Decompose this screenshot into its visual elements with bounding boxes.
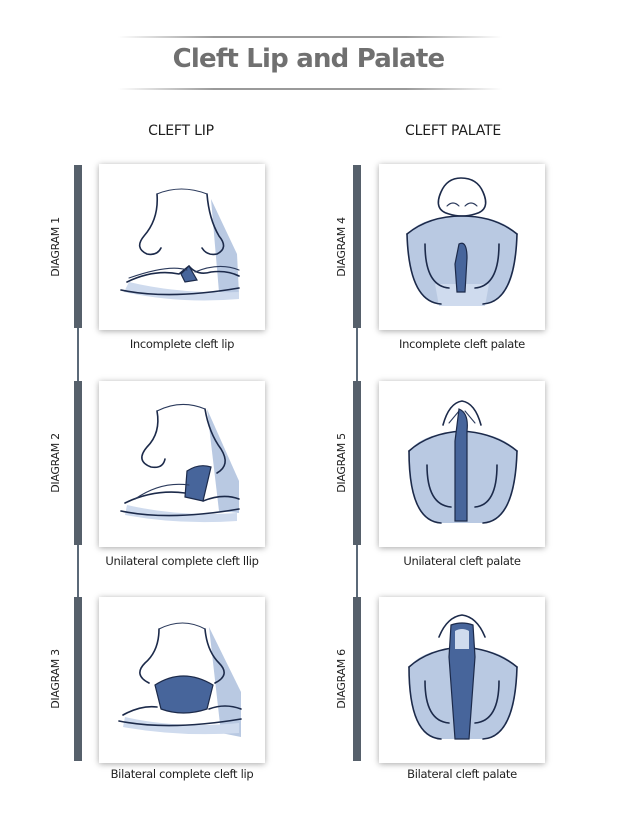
incomplete-cleft-palate-caption: Incomplete cleft palate bbox=[399, 337, 525, 351]
unilateral-complete-cleft-lip-illustration bbox=[99, 381, 265, 547]
incomplete-cleft-lip-illustration bbox=[99, 164, 265, 330]
diagram-4-label: DIAGRAM 4 bbox=[335, 217, 348, 277]
title-rule-bottom bbox=[118, 88, 502, 90]
title-rule-top bbox=[118, 36, 502, 38]
unilateral-cleft-palate-caption: Unilateral cleft palate bbox=[403, 554, 521, 568]
page-title: Cleft Lip and Palate bbox=[172, 44, 446, 74]
diagram-5-label: DIAGRAM 5 bbox=[335, 433, 348, 493]
cleft-lip-heading: CLEFT LIP bbox=[148, 123, 214, 139]
right-bar-5 bbox=[353, 381, 361, 545]
right-bar-4 bbox=[353, 165, 361, 328]
bilateral-cleft-palate-illustration bbox=[379, 597, 545, 763]
right-bar-6 bbox=[353, 597, 361, 761]
diagram-2-label: DIAGRAM 2 bbox=[49, 433, 62, 493]
diagram-3-label: DIAGRAM 3 bbox=[49, 649, 62, 709]
cleft-palate-heading: CLEFT PALATE bbox=[405, 123, 501, 139]
unilateral-cleft-palate-illustration bbox=[379, 381, 545, 547]
incomplete-cleft-lip-caption: Incomplete cleft lip bbox=[129, 337, 235, 351]
left-bar-2 bbox=[74, 381, 82, 545]
bilateral-complete-cleft-lip-caption: Bilateral complete cleft lip bbox=[110, 767, 254, 781]
unilateral-complete-cleft-lip-caption: Unilateral complete cleft llip bbox=[105, 554, 259, 568]
bilateral-complete-cleft-lip-illustration bbox=[99, 597, 265, 763]
left-bar-1 bbox=[74, 165, 82, 328]
diagram-6-label: DIAGRAM 6 bbox=[335, 649, 348, 709]
bilateral-cleft-palate-caption: Bilateral cleft palate bbox=[407, 767, 517, 781]
left-bar-3 bbox=[74, 597, 82, 761]
diagram-1-label: DIAGRAM 1 bbox=[49, 217, 62, 277]
incomplete-cleft-palate-illustration bbox=[379, 164, 545, 330]
